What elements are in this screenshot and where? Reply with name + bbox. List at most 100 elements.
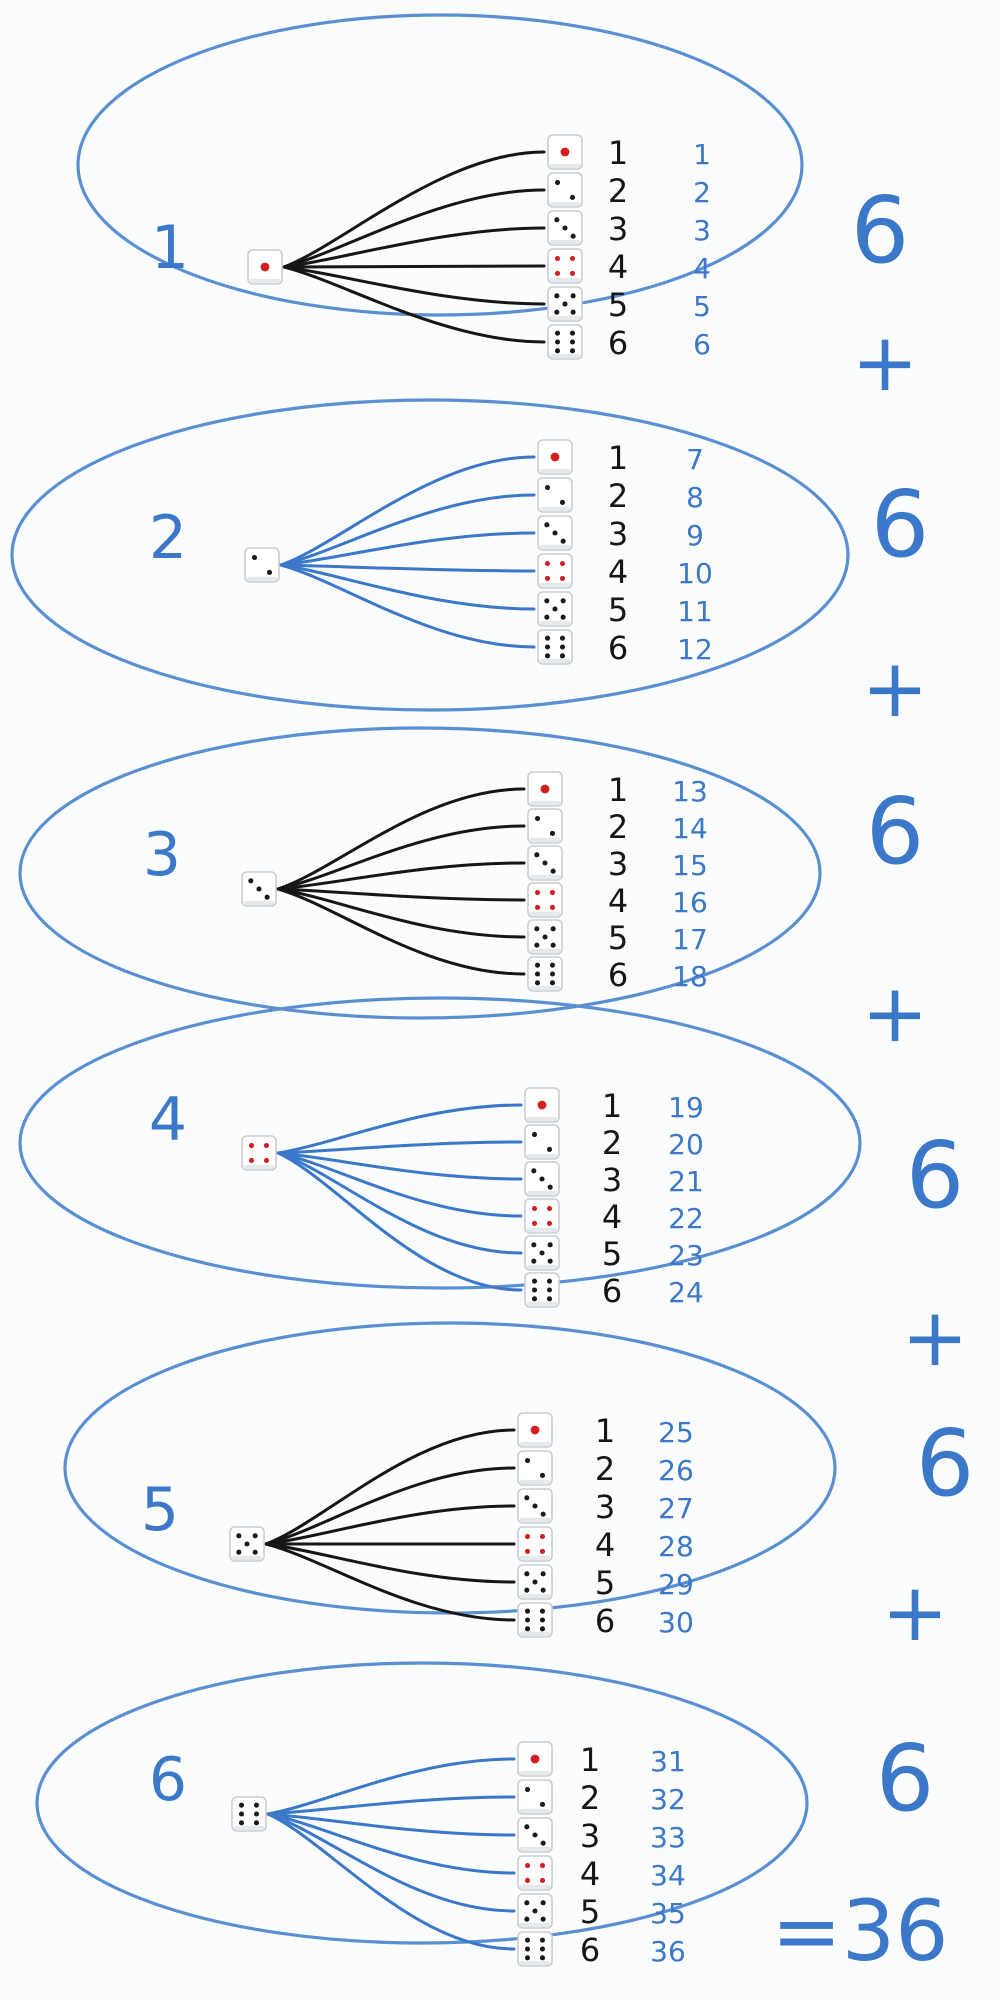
outcome-number: 21 bbox=[668, 1165, 704, 1198]
branch-line bbox=[266, 1812, 516, 1837]
outcome-number: 32 bbox=[650, 1783, 686, 1816]
branch-line bbox=[282, 226, 546, 269]
first-die-shade bbox=[243, 900, 275, 905]
second-die-5-pip bbox=[540, 1916, 546, 1922]
second-die-1-shade bbox=[519, 1770, 551, 1775]
second-die-5-pip bbox=[550, 942, 556, 948]
first-die bbox=[247, 249, 283, 285]
second-die-3-pip bbox=[532, 1832, 538, 1838]
second-die-5-pip bbox=[560, 598, 566, 604]
branch-line bbox=[279, 563, 536, 573]
second-die-3-pip bbox=[524, 1824, 530, 1830]
first-die-pip bbox=[248, 1157, 255, 1164]
second-die-3-pip bbox=[544, 522, 550, 528]
branch-line bbox=[282, 265, 546, 344]
second-die-6 bbox=[547, 324, 583, 360]
first-die-shade bbox=[246, 576, 278, 581]
group-oval bbox=[18, 996, 862, 1290]
first-die-shade bbox=[243, 1164, 275, 1169]
second-die-4 bbox=[547, 248, 583, 284]
second-die-3-pip bbox=[532, 1503, 538, 1509]
first-die-number: 3 bbox=[143, 820, 181, 890]
second-die-6 bbox=[524, 1272, 560, 1308]
second-die-label: 3 bbox=[608, 210, 628, 248]
outcome-number: 8 bbox=[686, 481, 704, 514]
second-die-5-pip bbox=[570, 293, 576, 299]
second-die-6 bbox=[517, 1602, 553, 1638]
second-die-4-shade bbox=[539, 582, 571, 587]
branch-line bbox=[276, 787, 526, 891]
second-die-label: 5 bbox=[608, 919, 628, 957]
second-die-1 bbox=[517, 1412, 553, 1448]
second-die-2-shade bbox=[529, 837, 561, 842]
outcome-number: 22 bbox=[668, 1202, 704, 1235]
plus-sign-2: + bbox=[861, 642, 928, 735]
second-die-label: 1 bbox=[595, 1412, 615, 1450]
second-die-4-pip bbox=[554, 270, 561, 277]
second-die-4-shade bbox=[519, 1555, 551, 1560]
second-die-6-pip bbox=[539, 1617, 546, 1623]
second-die-6-shade bbox=[519, 1631, 551, 1636]
branch-line bbox=[266, 1812, 516, 1875]
plus-sign-1: + bbox=[851, 316, 918, 409]
second-die-5 bbox=[547, 286, 583, 322]
second-die-3-pip bbox=[552, 530, 558, 536]
second-die-3-shade bbox=[529, 874, 561, 879]
first-die-pip bbox=[260, 262, 270, 272]
second-die-1-pip bbox=[550, 452, 560, 462]
second-die-label: 4 bbox=[602, 1198, 622, 1236]
branch-line bbox=[279, 455, 536, 567]
second-die-5-pip bbox=[531, 1258, 537, 1264]
first-die-number: 5 bbox=[141, 1475, 179, 1545]
branch-line bbox=[282, 265, 546, 306]
second-die-1 bbox=[527, 771, 563, 807]
branch-line bbox=[276, 1140, 523, 1155]
second-die-3-shade bbox=[539, 544, 571, 549]
second-die-4-pip bbox=[539, 1533, 546, 1540]
plus-sign-3: + bbox=[861, 967, 928, 1060]
second-die-3-shade bbox=[549, 239, 581, 244]
second-die-5-pip bbox=[544, 614, 550, 620]
second-die-label: 6 bbox=[595, 1602, 615, 1640]
second-die-6-pip bbox=[569, 348, 576, 354]
second-die-5-shade bbox=[519, 1593, 551, 1598]
second-die-4-pip bbox=[549, 904, 556, 911]
branch-line bbox=[276, 1103, 523, 1155]
second-die-2 bbox=[537, 477, 573, 513]
second-die-2-shade bbox=[539, 506, 571, 511]
subtotal-1: 6 bbox=[851, 177, 910, 284]
outcome-number: 15 bbox=[672, 849, 708, 882]
second-die-label: 2 bbox=[580, 1779, 600, 1817]
second-die-5-pip bbox=[539, 1250, 545, 1256]
second-die-4-pip bbox=[549, 889, 556, 896]
plus-sign-4: + bbox=[901, 1291, 968, 1384]
outcome-number: 2 bbox=[693, 176, 711, 209]
outcome-number: 13 bbox=[672, 775, 708, 808]
first-die-pip bbox=[238, 1811, 245, 1817]
second-die-5-pip bbox=[547, 1242, 553, 1248]
second-die-2 bbox=[547, 172, 583, 208]
second-die-6-pip bbox=[569, 339, 576, 345]
second-die-6-pip bbox=[544, 635, 551, 641]
first-die bbox=[241, 871, 277, 907]
subtotal-4: 6 bbox=[906, 1122, 965, 1229]
second-die-label: 6 bbox=[602, 1272, 622, 1310]
second-die-label: 1 bbox=[602, 1087, 622, 1125]
second-die-3-pip bbox=[547, 1184, 553, 1190]
second-die-5-pip bbox=[532, 1908, 538, 1914]
second-die-6-shade bbox=[549, 353, 581, 358]
second-die-2-shade bbox=[519, 1808, 551, 1813]
second-die-label: 3 bbox=[595, 1488, 615, 1526]
second-die-5-pip bbox=[524, 1916, 530, 1922]
second-die-label: 4 bbox=[608, 882, 628, 920]
outcome-number: 6 bbox=[693, 328, 711, 361]
second-die-5-pip bbox=[552, 606, 558, 612]
second-die-6-pip bbox=[546, 1287, 553, 1293]
first-die-pip bbox=[253, 1802, 260, 1808]
branch-line bbox=[264, 1504, 516, 1546]
second-die-4 bbox=[517, 1526, 553, 1562]
second-die-6-pip bbox=[546, 1296, 553, 1302]
second-die-2-pip bbox=[524, 1786, 531, 1793]
